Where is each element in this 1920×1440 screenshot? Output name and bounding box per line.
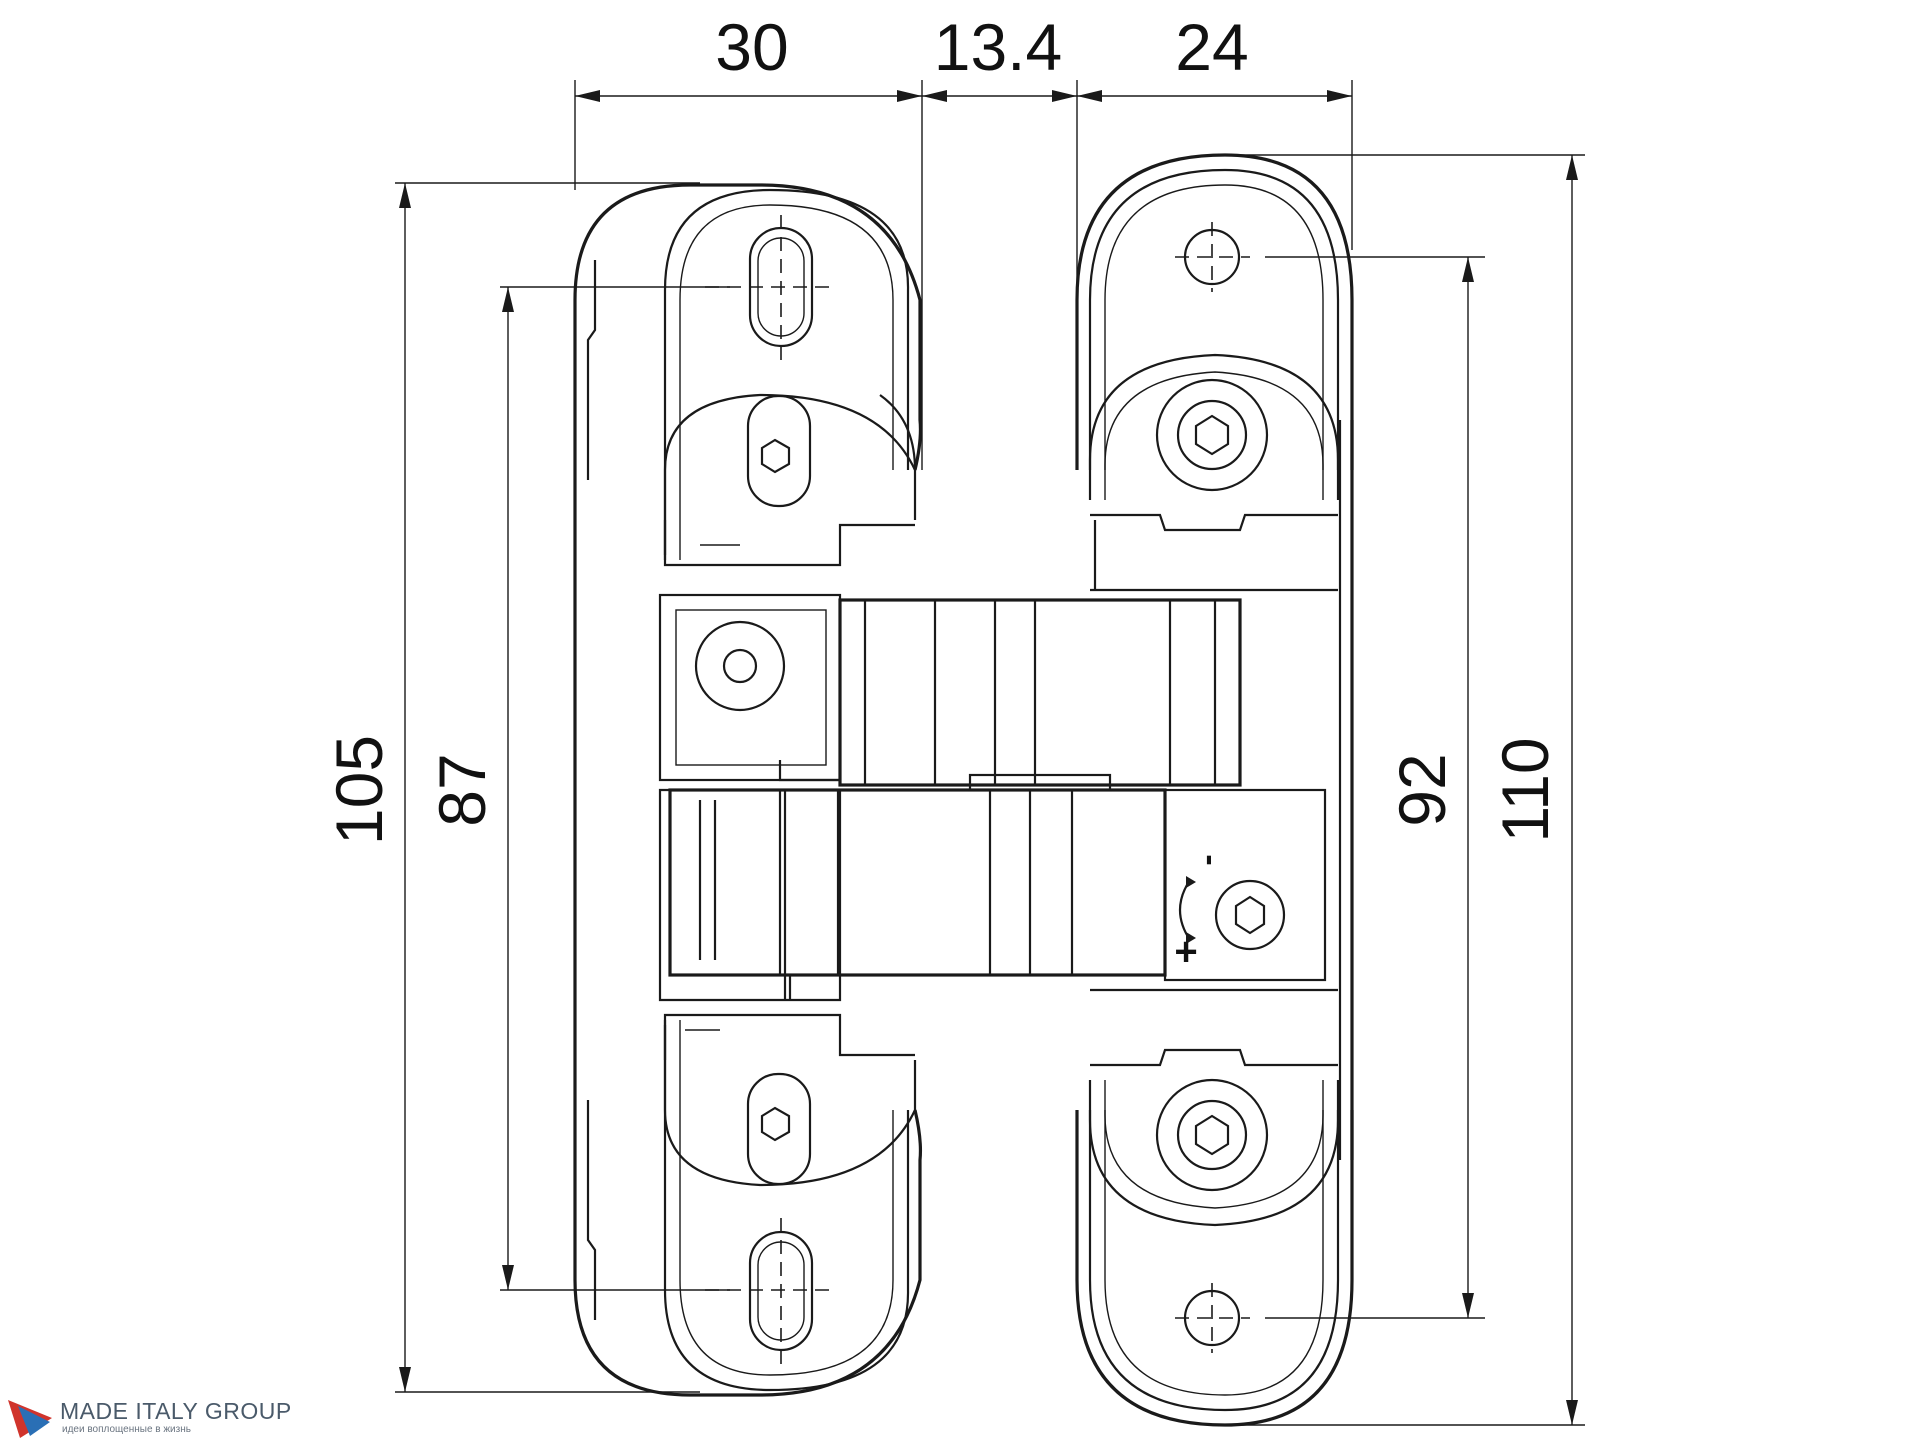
- brand-logo-mark: [8, 1400, 52, 1438]
- right-upper-bolt: [1155, 378, 1269, 492]
- right-lower-hex-screw-icon: [1194, 1114, 1230, 1156]
- dim-left-width: 30: [715, 10, 788, 84]
- right-lower-bolt: [1155, 1078, 1269, 1192]
- left-lower-hex-screw-icon: [760, 1106, 791, 1142]
- brand-tagline: идеи воплощенные в жизнь: [62, 1424, 191, 1435]
- right-hinge-leaf: - +: [1075, 153, 1354, 1427]
- adjust-screw: [1214, 879, 1286, 951]
- right-upper-hex-screw-icon: [1194, 414, 1230, 456]
- dim-left-outer: 105: [322, 735, 396, 845]
- dim-left-inner: 87: [425, 753, 499, 826]
- dim-right-outer: 110: [1488, 737, 1562, 842]
- dim-right-inner: 92: [1385, 753, 1459, 826]
- dim-right-width: 24: [1175, 10, 1248, 84]
- adjust-plus-mark: +: [1174, 930, 1197, 974]
- left-upper-hex-screw-icon: [760, 438, 791, 474]
- left-mid-bolt: [694, 620, 786, 712]
- brand-logo: MADE ITALY GROUP идеи воплощенные в жизн…: [4, 1394, 324, 1440]
- dimension-lines: [395, 80, 1585, 1426]
- brand-name: MADE ITALY GROUP: [60, 1398, 292, 1424]
- left-hinge-leaf: [573, 183, 923, 1397]
- dim-gap: 13.4: [934, 10, 1062, 84]
- dimension-labels: 30 13.4 24 105 87 92 110: [322, 10, 1562, 845]
- adjust-hex-icon: [1234, 895, 1266, 935]
- adjust-minus-mark: -: [1188, 854, 1226, 865]
- hinge-arms: [668, 598, 1242, 977]
